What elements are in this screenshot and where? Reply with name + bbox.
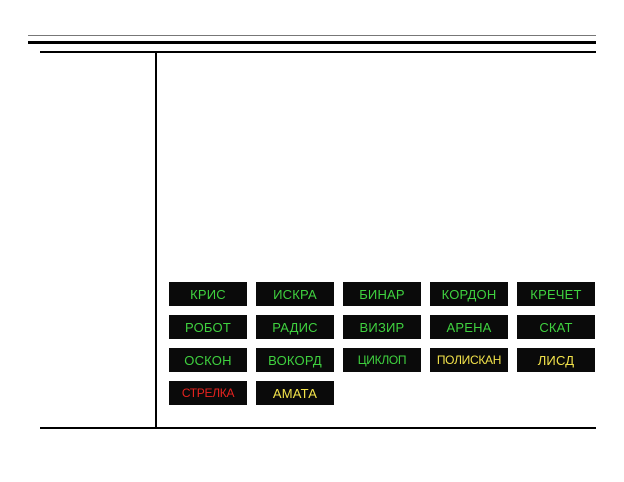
badge-radis: РАДИС [256,315,334,339]
badge-oskon: ОСКОН [169,348,247,372]
badge-krechet: КРЕЧЕТ [517,282,595,306]
badge-kris: КРИС [169,282,247,306]
top-thick-rule [28,41,596,44]
badge-vizir: ВИЗИР [343,315,421,339]
badge-amata: АМАТА [256,381,334,405]
badge-robot: РОБОТ [169,315,247,339]
table-header-rule [40,51,596,53]
badge-strelka: СТРЕЛКА [169,381,247,405]
badge-arena: АРЕНА [430,315,508,339]
system-badge-grid: КРИС ИСКРА БИНАР КОРДОН КРЕЧЕТ РОБОТ РАД… [169,282,599,405]
badge-tsiklop: ЦИКЛОП [343,348,421,372]
top-thin-rule [28,35,596,36]
badge-binar: БИНАР [343,282,421,306]
badge-vokord: ВОКОРД [256,348,334,372]
badge-poliskan: ПОЛИСКАН [430,348,508,372]
badge-skat: СКАТ [517,315,595,339]
badge-kordon: КОРДОН [430,282,508,306]
table-column-divider [155,52,157,429]
table-bottom-rule [40,427,596,429]
badge-iskra: ИСКРА [256,282,334,306]
badge-lisd: ЛИСД [517,348,595,372]
